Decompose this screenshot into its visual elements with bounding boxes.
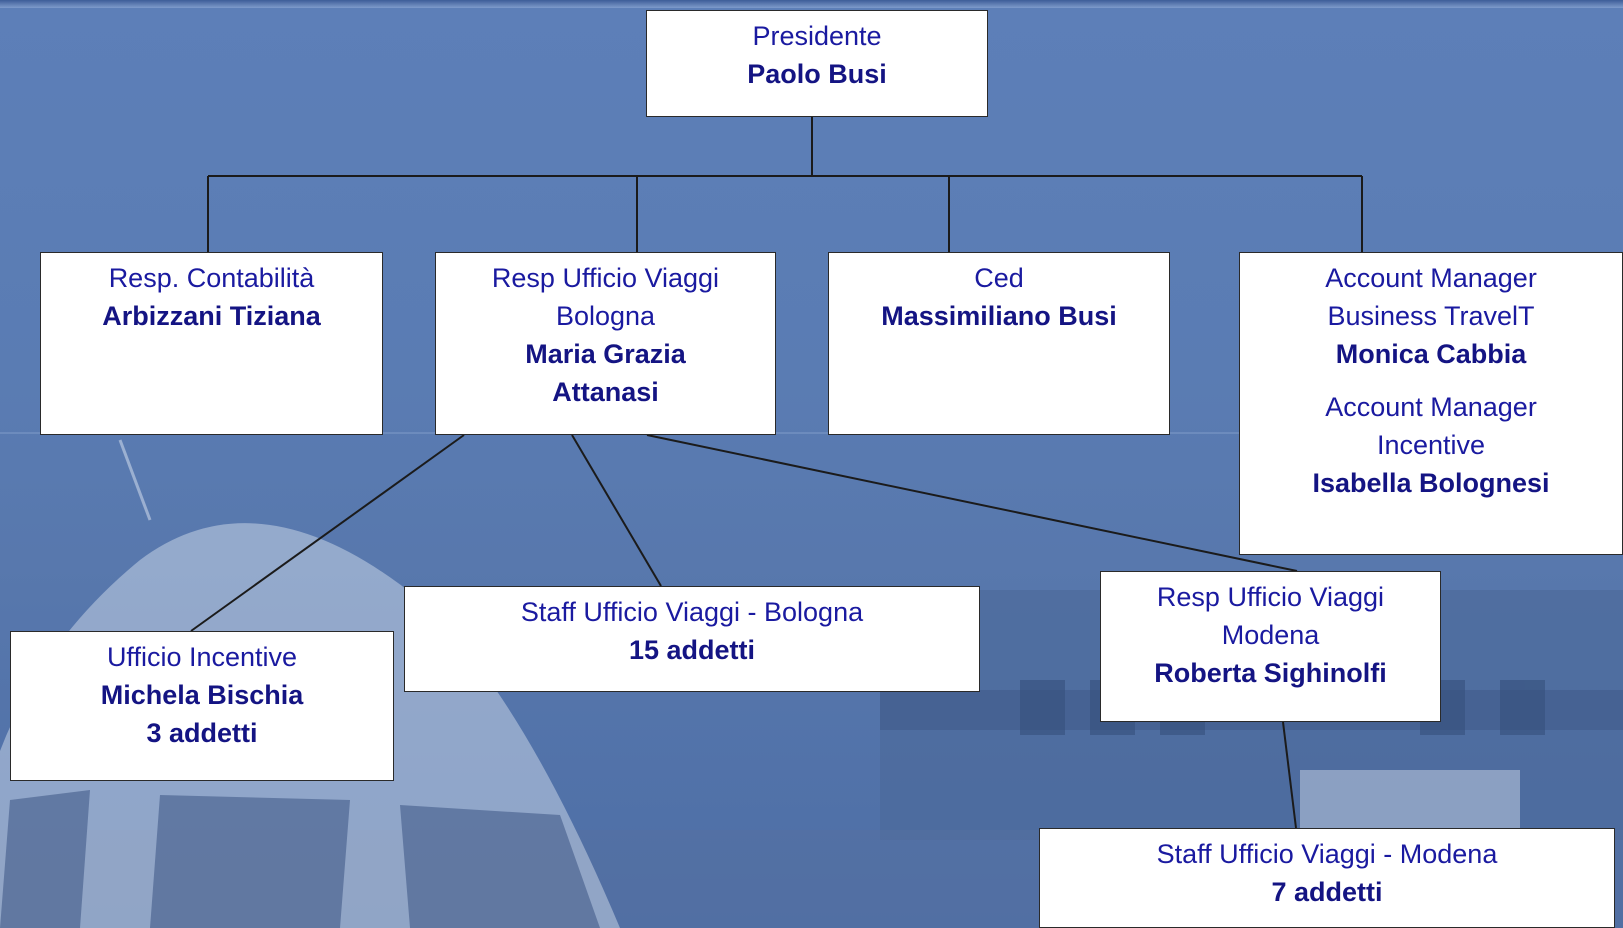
node-staff-bologna-count: 15 addetti <box>628 635 756 665</box>
node-contabilita-title: Resp. Contabilità <box>108 263 315 293</box>
connector-viaggi-modena <box>646 434 1298 572</box>
node-incentive-title: Ufficio Incentive <box>106 642 298 672</box>
node-ced: Ced Massimiliano Busi <box>828 252 1170 435</box>
node-account-managers-name-1: Monica Cabbia <box>1335 339 1527 369</box>
top-strip <box>0 0 1623 8</box>
node-staff-modena-title: Staff Ufficio Viaggi - Modena <box>1156 839 1498 869</box>
node-staff-bologna-title: Staff Ufficio Viaggi - Bologna <box>520 597 864 627</box>
node-viaggi-bologna-name-1: Maria Grazia <box>525 339 686 369</box>
node-account-managers-title-1: Account Manager <box>1325 263 1537 293</box>
node-viaggi-modena-name: Roberta Sighinolfi <box>1154 658 1387 688</box>
node-viaggi-modena: Resp Ufficio Viaggi Modena Roberta Sighi… <box>1100 571 1441 722</box>
node-account-managers-title-4: Incentive <box>1376 430 1486 460</box>
node-viaggi-modena-title-1: Resp Ufficio Viaggi <box>1156 582 1385 612</box>
connector-staff-bologna <box>571 434 662 587</box>
node-incentive: Ufficio Incentive Michela Bischia 3 adde… <box>10 631 394 781</box>
node-viaggi-modena-title-2: Modena <box>1221 620 1320 650</box>
node-incentive-name: Michela Bischia <box>100 680 304 710</box>
node-viaggi-bologna: Resp Ufficio Viaggi Bologna Maria Grazia… <box>435 252 776 435</box>
node-staff-modena: Staff Ufficio Viaggi - Modena 7 addetti <box>1039 828 1615 928</box>
connector-incentive <box>190 434 465 632</box>
node-account-managers-name-2: Isabella Bolognesi <box>1312 468 1550 498</box>
node-viaggi-bologna-name-2: Attanasi <box>552 377 659 407</box>
node-presidente-name: Paolo Busi <box>747 59 887 89</box>
node-contabilita: Resp. Contabilità Arbizzani Tiziana <box>40 252 383 435</box>
node-staff-bologna: Staff Ufficio Viaggi - Bologna 15 addett… <box>404 586 980 692</box>
node-staff-modena-count: 7 addetti <box>1271 877 1383 907</box>
node-ced-title: Ced <box>974 263 1024 293</box>
node-account-managers-title-3: Account Manager <box>1325 392 1537 422</box>
node-viaggi-bologna-title-2: Bologna <box>555 301 656 331</box>
node-viaggi-bologna-title-1: Resp Ufficio Viaggi <box>491 263 720 293</box>
node-incentive-count: 3 addetti <box>146 718 258 748</box>
connector-staff-modena <box>1282 721 1297 829</box>
node-contabilita-name: Arbizzani Tiziana <box>102 301 321 331</box>
node-presidente: Presidente Paolo Busi <box>646 10 988 117</box>
node-account-managers-title-2: Business TravelT <box>1327 301 1535 331</box>
node-ced-name: Massimiliano Busi <box>881 301 1117 331</box>
node-presidente-title: Presidente <box>752 21 882 51</box>
node-account-managers: Account Manager Business TravelT Monica … <box>1239 252 1623 555</box>
